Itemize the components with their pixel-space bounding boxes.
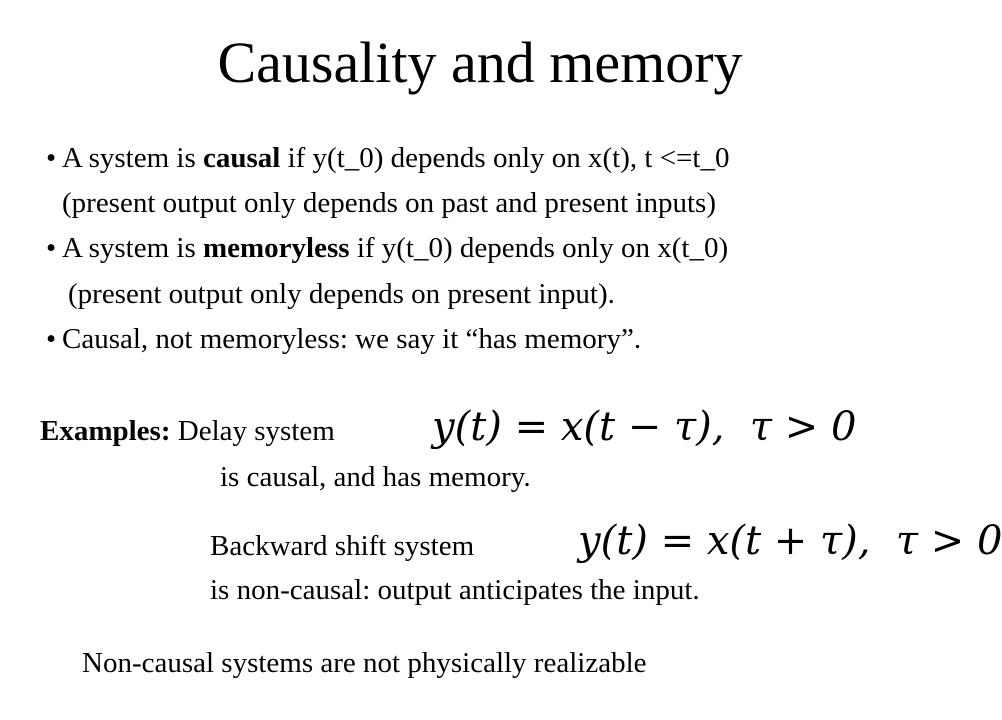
bullet-memoryless-continuation: (present output only depends on present … [68, 278, 615, 310]
bullet-has-memory: •Causal, not memoryless: we say it “has … [46, 321, 641, 357]
delay-formula: y(t) = x(t − τ), τ > 0 [432, 404, 856, 450]
bullet-text-pre: A system is [62, 232, 203, 264]
delay-formula-op: − [627, 404, 662, 450]
backward-description: is non-causal: output anticipates the in… [210, 574, 700, 606]
backward-formula-op: + [773, 518, 808, 564]
term-causal: causal [203, 142, 281, 174]
slide-title: Causality and memory [217, 30, 743, 95]
delay-formula-lhs: y(t) = x(t [432, 404, 628, 450]
bullet-text-post: if y(t_0) depends only on x(t_0) [349, 232, 729, 264]
bullet-marker: • [46, 232, 57, 264]
backward-formula-lhs: y(t) = x(t [578, 518, 774, 564]
delay-formula-rhs: τ), [661, 404, 725, 450]
backward-shift-label: Backward shift system [210, 530, 475, 562]
bullet-marker: • [46, 323, 57, 355]
bullet-memoryless: •A system is memoryless if y(t_0) depend… [46, 230, 728, 266]
examples-label: Examples: [40, 415, 171, 447]
bullet-text-pre: A system is [62, 142, 203, 174]
delay-description: is causal, and has memory. [220, 461, 531, 493]
slide: Causality and memory •A system is causal… [40, 30, 1002, 679]
term-memoryless: memoryless [203, 232, 350, 264]
backward-formula-condition: τ > 0 [895, 518, 1002, 564]
bullet-text: Causal, not memoryless: we say it “has m… [62, 323, 642, 355]
examples-delay-line: Examples: Delay system [40, 413, 335, 449]
delay-system-label: Delay system [177, 415, 335, 447]
bullet-causal-continuation: (present output only depends on past and… [62, 187, 716, 219]
bullet-marker: • [46, 142, 57, 174]
backward-formula: y(t) = x(t + τ), τ > 0 [578, 518, 1002, 564]
realizability-note: Non-causal systems are not physically re… [82, 647, 647, 679]
bullet-text-post: if y(t_0) depends only on x(t), t <=t_0 [280, 142, 730, 174]
bullet-causal: •A system is causal if y(t_0) depends on… [46, 140, 729, 176]
delay-formula-condition: τ > 0 [749, 404, 857, 450]
backward-formula-rhs: τ), [807, 518, 871, 564]
